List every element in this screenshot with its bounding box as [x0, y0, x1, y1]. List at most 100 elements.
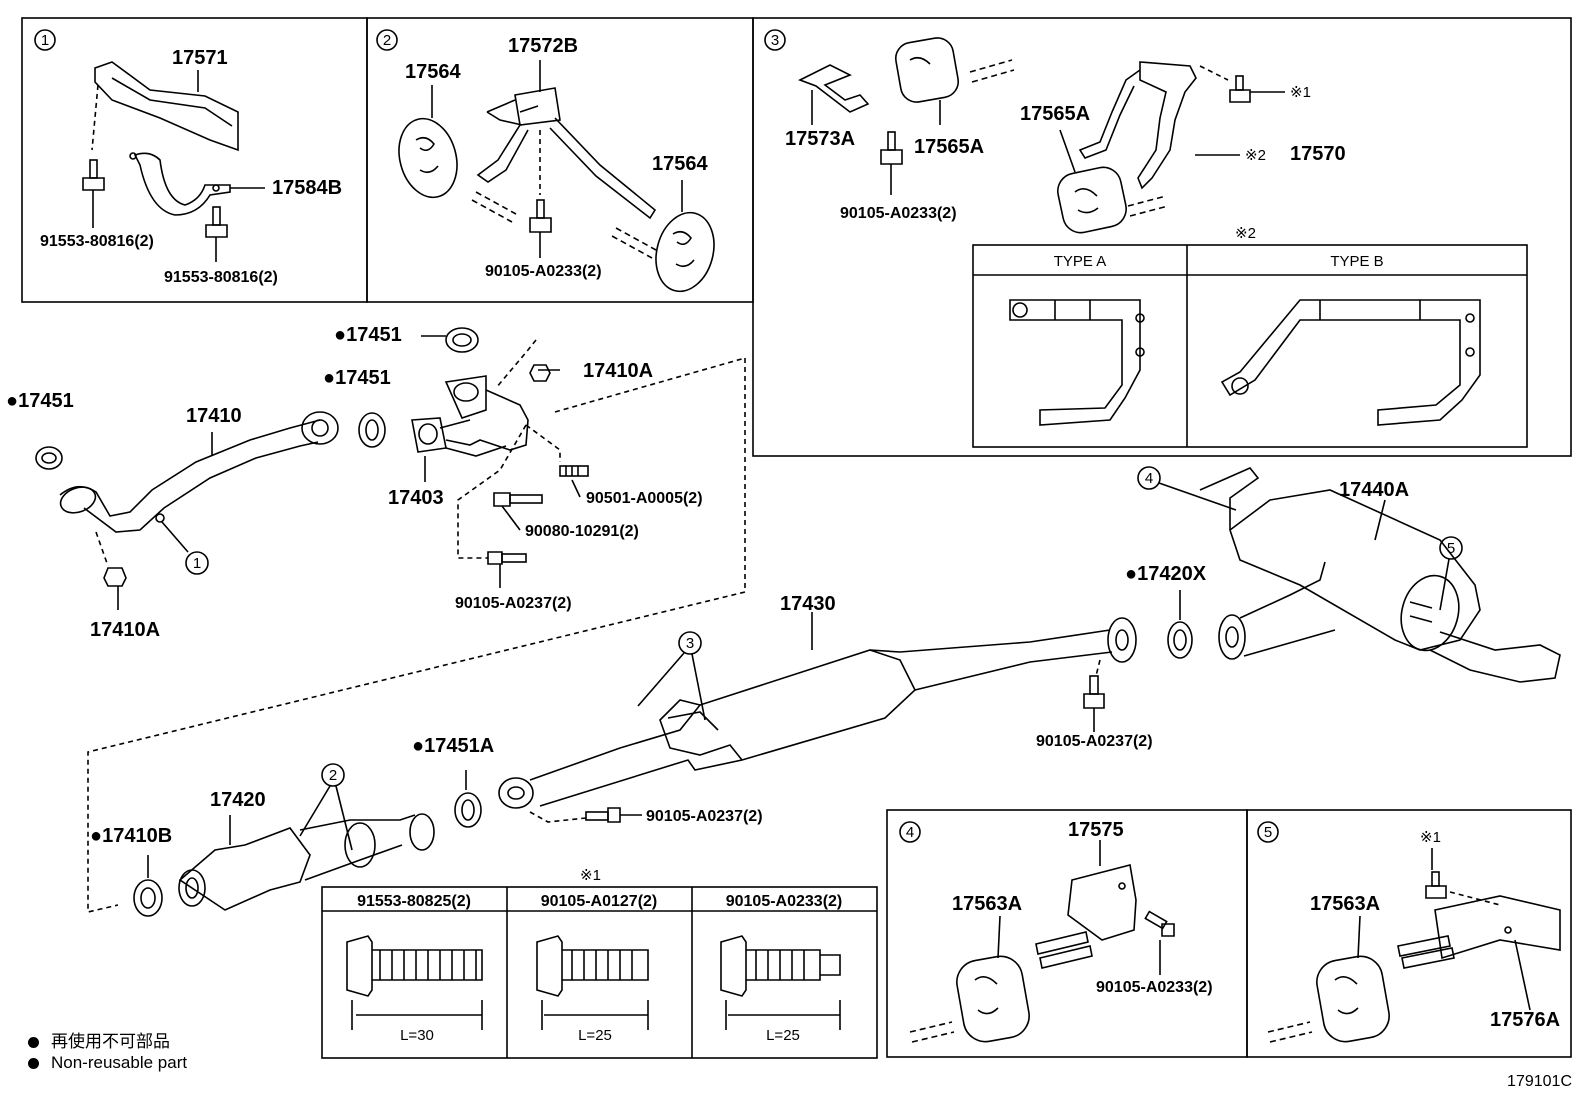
- label-17403: 17403: [388, 487, 444, 509]
- label-17451A: ●17451A: [412, 735, 494, 757]
- callout-2: 2: [321, 763, 345, 787]
- nut-icon: [529, 364, 551, 382]
- bolt-icon: [1083, 675, 1105, 709]
- dashed-pipe-marks-4: [909, 1021, 955, 1043]
- label-90105-a0237-a: 90105-A0237(2): [455, 595, 572, 612]
- legend-text-jp: 再使用不可部品: [51, 1032, 170, 1051]
- svg-text:3: 3: [686, 635, 694, 652]
- center-pipe-17430: [498, 617, 1137, 809]
- bolt-icon: [1144, 910, 1175, 937]
- bolt-icon: [205, 206, 228, 238]
- legend-line-2: Non-reusable part: [28, 1053, 187, 1073]
- label-17565A-b: 17565A: [1020, 103, 1090, 125]
- label-17571: 17571: [172, 47, 228, 69]
- bullet-icon: [28, 1058, 39, 1070]
- label-90105-a0233-b: 90105-A0233(2): [840, 205, 957, 222]
- legend-text-en: Non-reusable part: [51, 1053, 188, 1072]
- inset-frames: [21, 17, 1572, 1058]
- label-17410B: ●17410B: [90, 825, 172, 847]
- label-17420: 17420: [210, 789, 266, 811]
- label-90080: 90080-10291(2): [525, 523, 639, 540]
- bolt-icon: [880, 131, 903, 165]
- callout-3: 3: [678, 631, 702, 655]
- type-b-header: TYPE B: [1330, 253, 1383, 270]
- svg-text:2: 2: [329, 767, 337, 784]
- callout-5: 5: [1439, 536, 1463, 560]
- svg-text:3: 3: [771, 32, 779, 49]
- legend-line-1: 再使用不可部品: [28, 1027, 170, 1052]
- bracket-17572B: [476, 87, 657, 220]
- svg-text:5: 5: [1447, 540, 1455, 557]
- hanger-rod-17573A: [798, 64, 870, 113]
- label-91553-b: 91553-80816(2): [164, 269, 278, 286]
- bracket-17570: [1078, 61, 1197, 190]
- svg-text:1: 1: [41, 32, 49, 49]
- label-17584B: 17584B: [272, 177, 342, 199]
- inset-number-3: 3: [764, 29, 786, 51]
- dashed-pipe-marks-3: [969, 59, 1015, 83]
- label-90105-a0237-b: 90105-A0237(2): [1036, 733, 1153, 750]
- rubber-hanger-17565A: [894, 37, 960, 103]
- inset-number-1: 1: [34, 29, 56, 51]
- rubber-hanger-17563A-b: [1316, 955, 1390, 1043]
- label-17563A-a: 17563A: [952, 893, 1022, 915]
- inset-number-5: 5: [1257, 821, 1279, 843]
- gasket-17451-mid: [358, 412, 386, 448]
- manifold-outline: [87, 358, 746, 914]
- label-17410A-top: 17410A: [583, 360, 653, 382]
- gasket-17451A: [454, 792, 482, 828]
- bolt-icon: [529, 199, 552, 233]
- type-a-bracket: [1009, 299, 1145, 426]
- dashed-pipe-marks: [471, 191, 657, 259]
- svg-text:2: 2: [383, 32, 391, 49]
- label-17564-a: 17564: [405, 61, 461, 83]
- svg-text:1: 1: [193, 555, 201, 572]
- bolt-icon: [82, 159, 105, 191]
- label-17575: 17575: [1068, 819, 1124, 841]
- label-17564-b: 17564: [652, 153, 708, 175]
- bolt-icon: [1229, 75, 1251, 103]
- svg-text:5: 5: [1264, 824, 1272, 841]
- bolt-icon: [487, 551, 527, 565]
- heat-insulator-17571: [94, 61, 239, 152]
- note-2-b: ※2: [1235, 225, 1256, 242]
- label-17451-left: ●17451: [6, 390, 74, 412]
- bolt-table-header-2: 90105-A0127(2): [541, 893, 658, 910]
- manifold-17403: [411, 375, 529, 457]
- label-17572B: 17572B: [508, 35, 578, 57]
- bolt-icon: [1425, 871, 1447, 899]
- label-90105-a0233-a: 90105-A0233(2): [485, 263, 602, 280]
- svg-text:4: 4: [906, 824, 914, 841]
- bolt-length-3: L=25: [766, 1027, 800, 1044]
- bracket-17575: [1035, 864, 1137, 969]
- label-17430: 17430: [780, 593, 836, 615]
- label-17440A: 17440A: [1339, 479, 1409, 501]
- clamp-17584B: [129, 152, 231, 216]
- callout-1: 1: [185, 551, 209, 575]
- label-17410: 17410: [186, 405, 242, 427]
- callout-4: 4: [1137, 466, 1161, 490]
- label-17576A: 17576A: [1490, 1009, 1560, 1031]
- label-90105-a0233-c: 90105-A0233(2): [1096, 979, 1213, 996]
- note-1-a: ※1: [1290, 84, 1311, 101]
- type-b-bracket: [1220, 299, 1481, 426]
- label-17565A-a: 17565A: [914, 136, 984, 158]
- bolt-icon: [346, 935, 483, 1030]
- gasket-17451-top: [445, 327, 479, 353]
- svg-text:4: 4: [1145, 470, 1153, 487]
- bolt-table-header-3: 90105-A0233(2): [726, 893, 843, 910]
- gasket-17410B: [133, 879, 163, 917]
- bolt-icon: [536, 935, 649, 1030]
- bolt-table: [321, 886, 878, 1059]
- rubber-hanger-17563A: [956, 955, 1030, 1043]
- gasket-17451-left: [35, 446, 63, 470]
- dashed-pipe-marks-3b: [1127, 195, 1169, 217]
- rubber-hanger-17564: [398, 117, 458, 199]
- bolt-length-1: L=30: [400, 1027, 434, 1044]
- bolt-icon: [720, 935, 841, 1030]
- bolt-length-2: L=25: [578, 1027, 612, 1044]
- label-17563A-b: 17563A: [1310, 893, 1380, 915]
- rubber-hanger-17564-b: [655, 211, 715, 293]
- note-1-table: ※1: [580, 867, 601, 884]
